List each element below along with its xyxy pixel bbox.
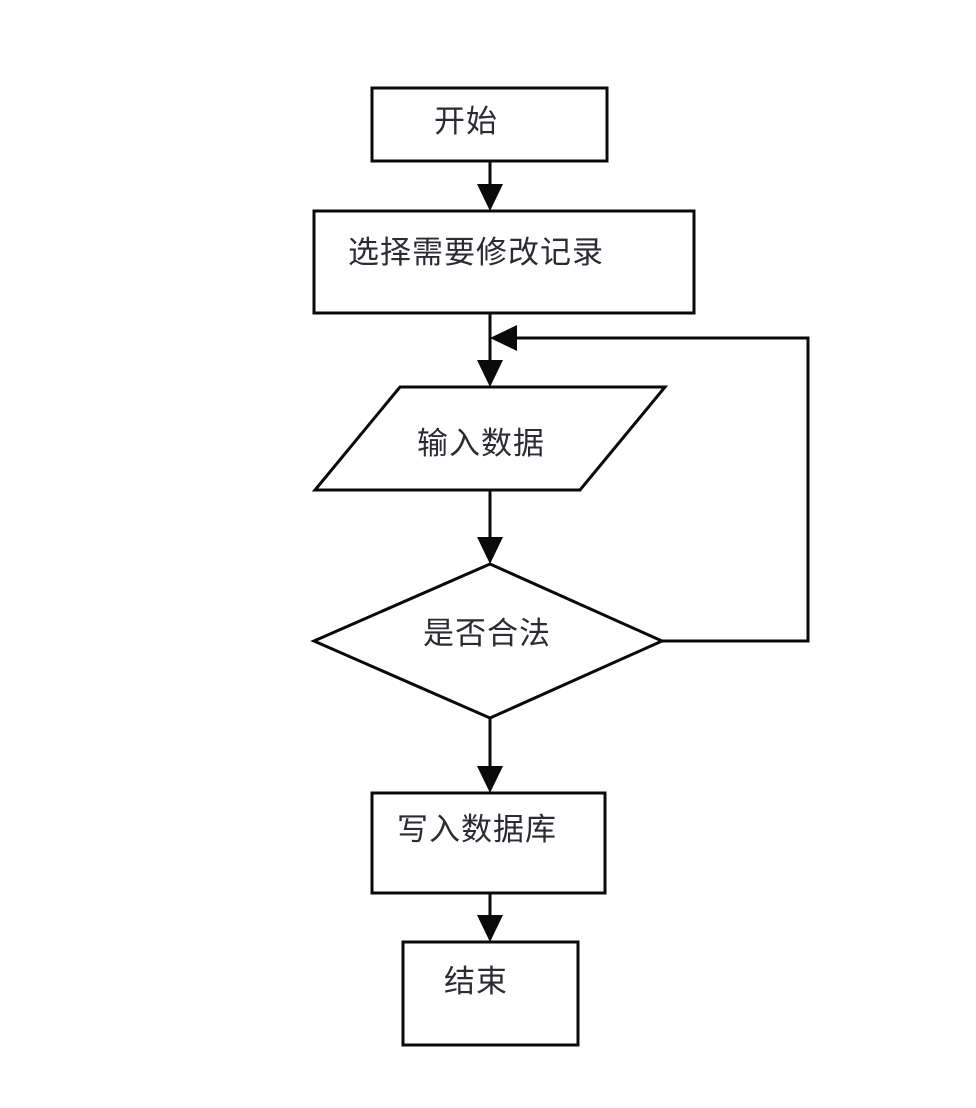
arrow-head-down-icon [477, 766, 503, 793]
node-select-record-label: 选择需要修改记录 [348, 235, 604, 270]
node-start-label: 开始 [434, 104, 498, 139]
node-is-valid-shape[interactable] [310, 562, 666, 720]
node-input-data[interactable]: 输入数据 [311, 385, 669, 492]
edge-start-select [477, 161, 503, 211]
node-input-data-shape[interactable] [311, 385, 669, 492]
arrow-head-down-icon [477, 915, 503, 942]
node-select-record[interactable]: 选择需要修改记录 [312, 209, 696, 315]
arrow-head-down-icon [477, 360, 503, 387]
node-write-db-label: 写入数据库 [397, 812, 557, 847]
edge-decision-write [477, 718, 503, 793]
edge-write-end [477, 893, 503, 942]
node-write-db-shape[interactable] [370, 791, 607, 895]
edge-decision-loopback-path [505, 336, 810, 643]
edge-select-input [477, 313, 503, 387]
node-start[interactable]: 开始 [370, 86, 609, 163]
node-write-db[interactable]: 写入数据库 [370, 791, 607, 895]
node-start-shape[interactable] [370, 86, 609, 163]
node-is-valid-label: 是否合法 [423, 616, 551, 651]
node-select-record-shape[interactable] [312, 209, 696, 315]
node-input-data-label: 输入数据 [417, 426, 545, 461]
node-end-shape[interactable] [401, 940, 580, 1047]
node-end[interactable]: 结束 [401, 940, 580, 1047]
edge-decision-loopback [490, 325, 810, 643]
arrow-head-down-icon [477, 537, 503, 564]
arrow-head-down-icon [477, 184, 503, 211]
arrow-head-left-icon [490, 325, 517, 351]
node-is-valid[interactable]: 是否合法 [310, 562, 666, 720]
edge-input-decision [477, 490, 503, 564]
node-end-label: 结束 [444, 964, 508, 999]
